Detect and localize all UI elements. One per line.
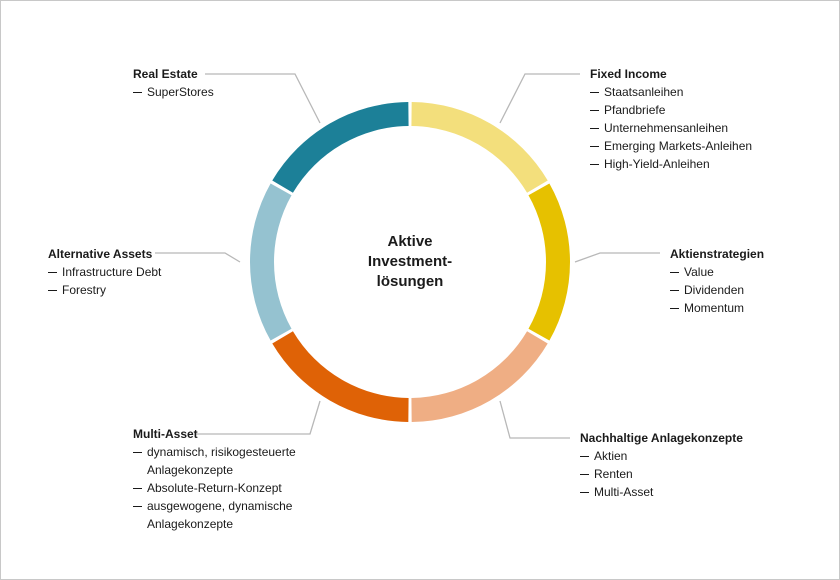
real-estate-block: Real Estate SuperStores xyxy=(133,65,214,101)
leader-line-real-estate xyxy=(205,73,321,124)
list-item: Momentum xyxy=(670,299,764,317)
real-estate-title: Real Estate xyxy=(133,67,198,81)
alternative-assets-title: Alternative Assets xyxy=(48,247,153,261)
list-item-text: Anlagekonzepte xyxy=(147,517,234,531)
nachhaltige-anlagekonzepte-title: Nachhaltige Anlagekonzepte xyxy=(580,431,743,445)
aktienstrategien-block: Aktienstrategien Value Dividenden Moment… xyxy=(670,245,764,317)
list-item-text: Anlagekonzepte xyxy=(147,463,234,477)
fixed-income-block: Fixed Income Staatsanleihen Pfandbriefe … xyxy=(590,65,752,173)
aktienstrategien-list: Value Dividenden Momentum xyxy=(670,263,764,317)
leader-line-multi-asset xyxy=(195,400,321,435)
list-item: Forestry xyxy=(48,281,161,299)
center-label: Aktive Investment- lösungen xyxy=(330,232,490,292)
list-item-text: Unternehmensanleihen xyxy=(604,121,729,135)
alternative-assets-list: Infrastructure Debt Forestry xyxy=(48,263,161,299)
list-item-text: Infrastructure Debt xyxy=(62,265,162,279)
list-item-text: dynamisch, risikogesteuerte xyxy=(147,445,296,459)
segment-alternative-assets xyxy=(250,183,292,341)
list-item: Emerging Markets-Anleihen xyxy=(590,137,752,155)
list-item-text: High-Yield-Anleihen xyxy=(604,157,710,171)
center-label-line: Aktive xyxy=(387,233,433,250)
aktienstrategien-title: Aktienstrategien xyxy=(670,247,765,261)
list-item-text: SuperStores xyxy=(147,85,214,99)
list-item-text: Forestry xyxy=(62,283,107,297)
list-item-text: Emerging Markets-Anleihen xyxy=(604,139,753,153)
list-item-text: Momentum xyxy=(684,301,745,315)
list-item: dynamisch, risikogesteuerte Anlagekonzep… xyxy=(133,443,296,479)
list-item-text: Value xyxy=(684,265,714,279)
list-item-text: Pfandbriefe xyxy=(604,103,666,117)
list-item: SuperStores xyxy=(133,83,214,101)
list-item: Staatsanleihen xyxy=(590,83,752,101)
nachhaltige-anlagekonzepte-list: Aktien Renten Multi-Asset xyxy=(580,447,743,501)
list-item: Multi-Asset xyxy=(580,483,743,501)
list-item: High-Yield-Anleihen xyxy=(590,155,752,173)
list-item-text: Renten xyxy=(594,467,633,481)
multi-asset-list: dynamisch, risikogesteuerte Anlagekonzep… xyxy=(133,443,296,533)
center-label-line: Investment- xyxy=(367,253,453,270)
segment-multi-asset xyxy=(272,331,409,422)
list-item: Pfandbriefe xyxy=(590,101,752,119)
list-item: Infrastructure Debt xyxy=(48,263,161,281)
alternative-assets-block: Alternative Assets Infrastructure Debt F… xyxy=(48,245,161,299)
segment-real-estate xyxy=(272,102,409,193)
nachhaltige-anlagekonzepte-block: Nachhaltige Anlagekonzepte Aktien Renten… xyxy=(580,429,743,501)
list-item: Aktien xyxy=(580,447,743,465)
multi-asset-title: Multi-Asset xyxy=(133,427,198,441)
leader-line-nachhaltige-anlagekonzepte xyxy=(499,400,570,439)
list-item-text: Staatsanleihen xyxy=(604,85,684,99)
center-label-line: lösungen xyxy=(376,273,444,290)
list-item: Dividenden xyxy=(670,281,764,299)
list-item: Unternehmensanleihen xyxy=(590,119,752,137)
leader-line-aktienstrategien xyxy=(574,252,660,263)
list-item-text: Aktien xyxy=(594,449,628,463)
list-item: Absolute-Return-Konzept xyxy=(133,479,296,497)
multi-asset-block: Multi-Asset dynamisch, risikogesteuerte … xyxy=(133,425,296,533)
real-estate-list: SuperStores xyxy=(133,83,214,101)
list-item: ausgewogene, dynamische Anlagekonzepte xyxy=(133,497,296,533)
list-item-text: Multi-Asset xyxy=(594,485,654,499)
list-item-text: ausgewogene, dynamische xyxy=(147,499,293,513)
fixed-income-list: Staatsanleihen Pfandbriefe Unternehmensa… xyxy=(590,83,752,173)
list-item-text: Dividenden xyxy=(684,283,745,297)
list-item: Renten xyxy=(580,465,743,483)
list-item: Value xyxy=(670,263,764,281)
leader-line-alternative-assets xyxy=(155,252,241,263)
segment-nachhaltige-anlagekonzepte xyxy=(411,331,548,422)
fixed-income-title: Fixed Income xyxy=(590,67,667,81)
leader-line-fixed-income xyxy=(499,73,580,124)
segment-aktienstrategien xyxy=(528,183,570,341)
segment-fixed-income xyxy=(411,102,548,193)
list-item-text: Absolute-Return-Konzept xyxy=(147,481,282,495)
